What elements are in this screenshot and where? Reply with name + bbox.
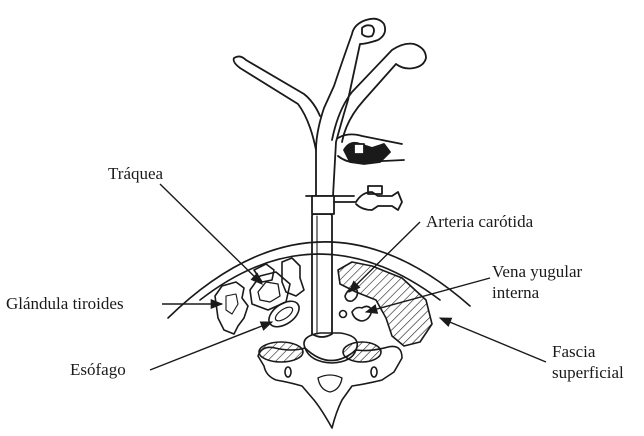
label-vena-yugular-line2: interna xyxy=(492,283,539,302)
internal-jugular-vein xyxy=(352,306,372,321)
thyroid-left-lobe-inner xyxy=(226,294,238,314)
thyroid-right-lobe xyxy=(282,258,304,296)
transverse-foramen-right xyxy=(371,367,377,377)
trachea-inner xyxy=(258,282,280,302)
label-glandula-tiroides: Glándula tiroides xyxy=(6,294,124,313)
vagus-nerve xyxy=(340,311,347,318)
thyroid-left-lobe xyxy=(215,282,248,334)
label-esofago: Esófago xyxy=(70,360,126,379)
label-fascia-line2: superficial xyxy=(552,363,624,382)
sternocleidomastoid-muscle xyxy=(338,262,432,346)
label-vena-yugular-line1: Vena yugular xyxy=(492,262,582,281)
label-traquea: Tráquea xyxy=(108,164,163,183)
longus-colli-right xyxy=(343,342,381,362)
fascia-leader xyxy=(440,318,546,362)
longus-colli-left xyxy=(259,342,303,362)
label-arteria-carotida: Arteria carótida xyxy=(426,212,533,231)
traquea-leader xyxy=(160,184,262,284)
label-fascia-line1: Fascia xyxy=(552,342,595,361)
vertebral-foramen xyxy=(318,375,342,392)
esofago-leader xyxy=(150,322,272,370)
transverse-foramen-left xyxy=(285,367,291,377)
